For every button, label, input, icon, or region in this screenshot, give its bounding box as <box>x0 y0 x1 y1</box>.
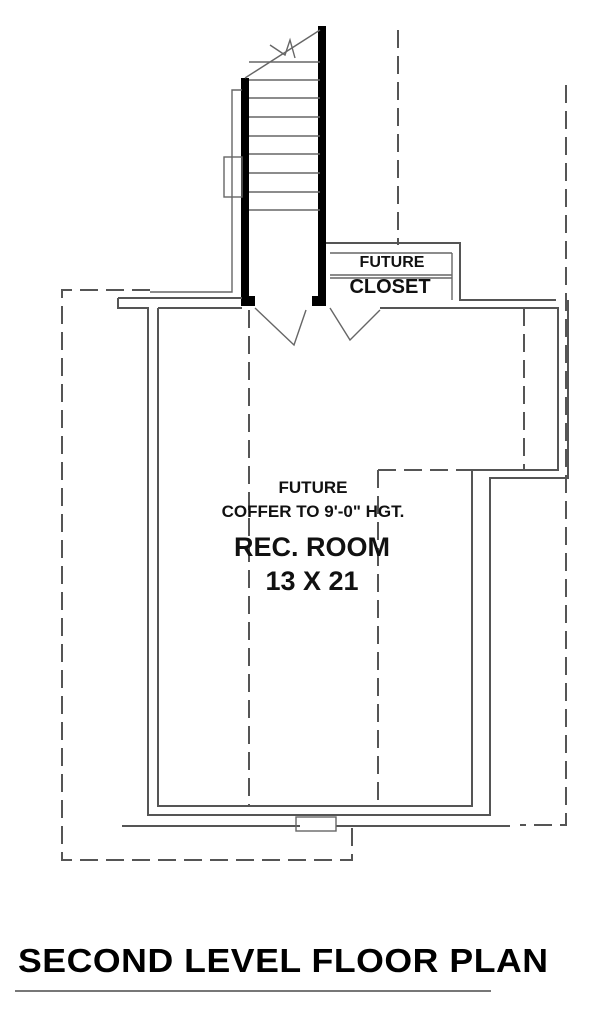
closet-door <box>329 307 381 342</box>
rec-room-note-line1: FUTURE <box>278 478 348 497</box>
stair-treads <box>244 29 321 211</box>
rec-room-name: REC. ROOM <box>233 532 391 562</box>
drawing-title: SECOND LEVEL FLOOR PLAN <box>18 942 549 979</box>
rec-room-outer-wall <box>117 298 569 816</box>
closet-label-line1: FUTURE <box>359 254 425 271</box>
roofline-left <box>61 289 353 861</box>
rec-room-dimensions: 13 X 21 <box>265 566 359 596</box>
stair-door <box>254 307 307 347</box>
closet-label-line2: CLOSET <box>349 276 431 298</box>
rec-room-note-line2: COFFER TO 9'-0" HGT. <box>221 502 405 521</box>
title-underline <box>15 990 491 992</box>
roofline-right <box>520 85 567 826</box>
window <box>223 156 243 198</box>
closet-outline <box>326 242 556 301</box>
hvac-register <box>295 816 337 832</box>
